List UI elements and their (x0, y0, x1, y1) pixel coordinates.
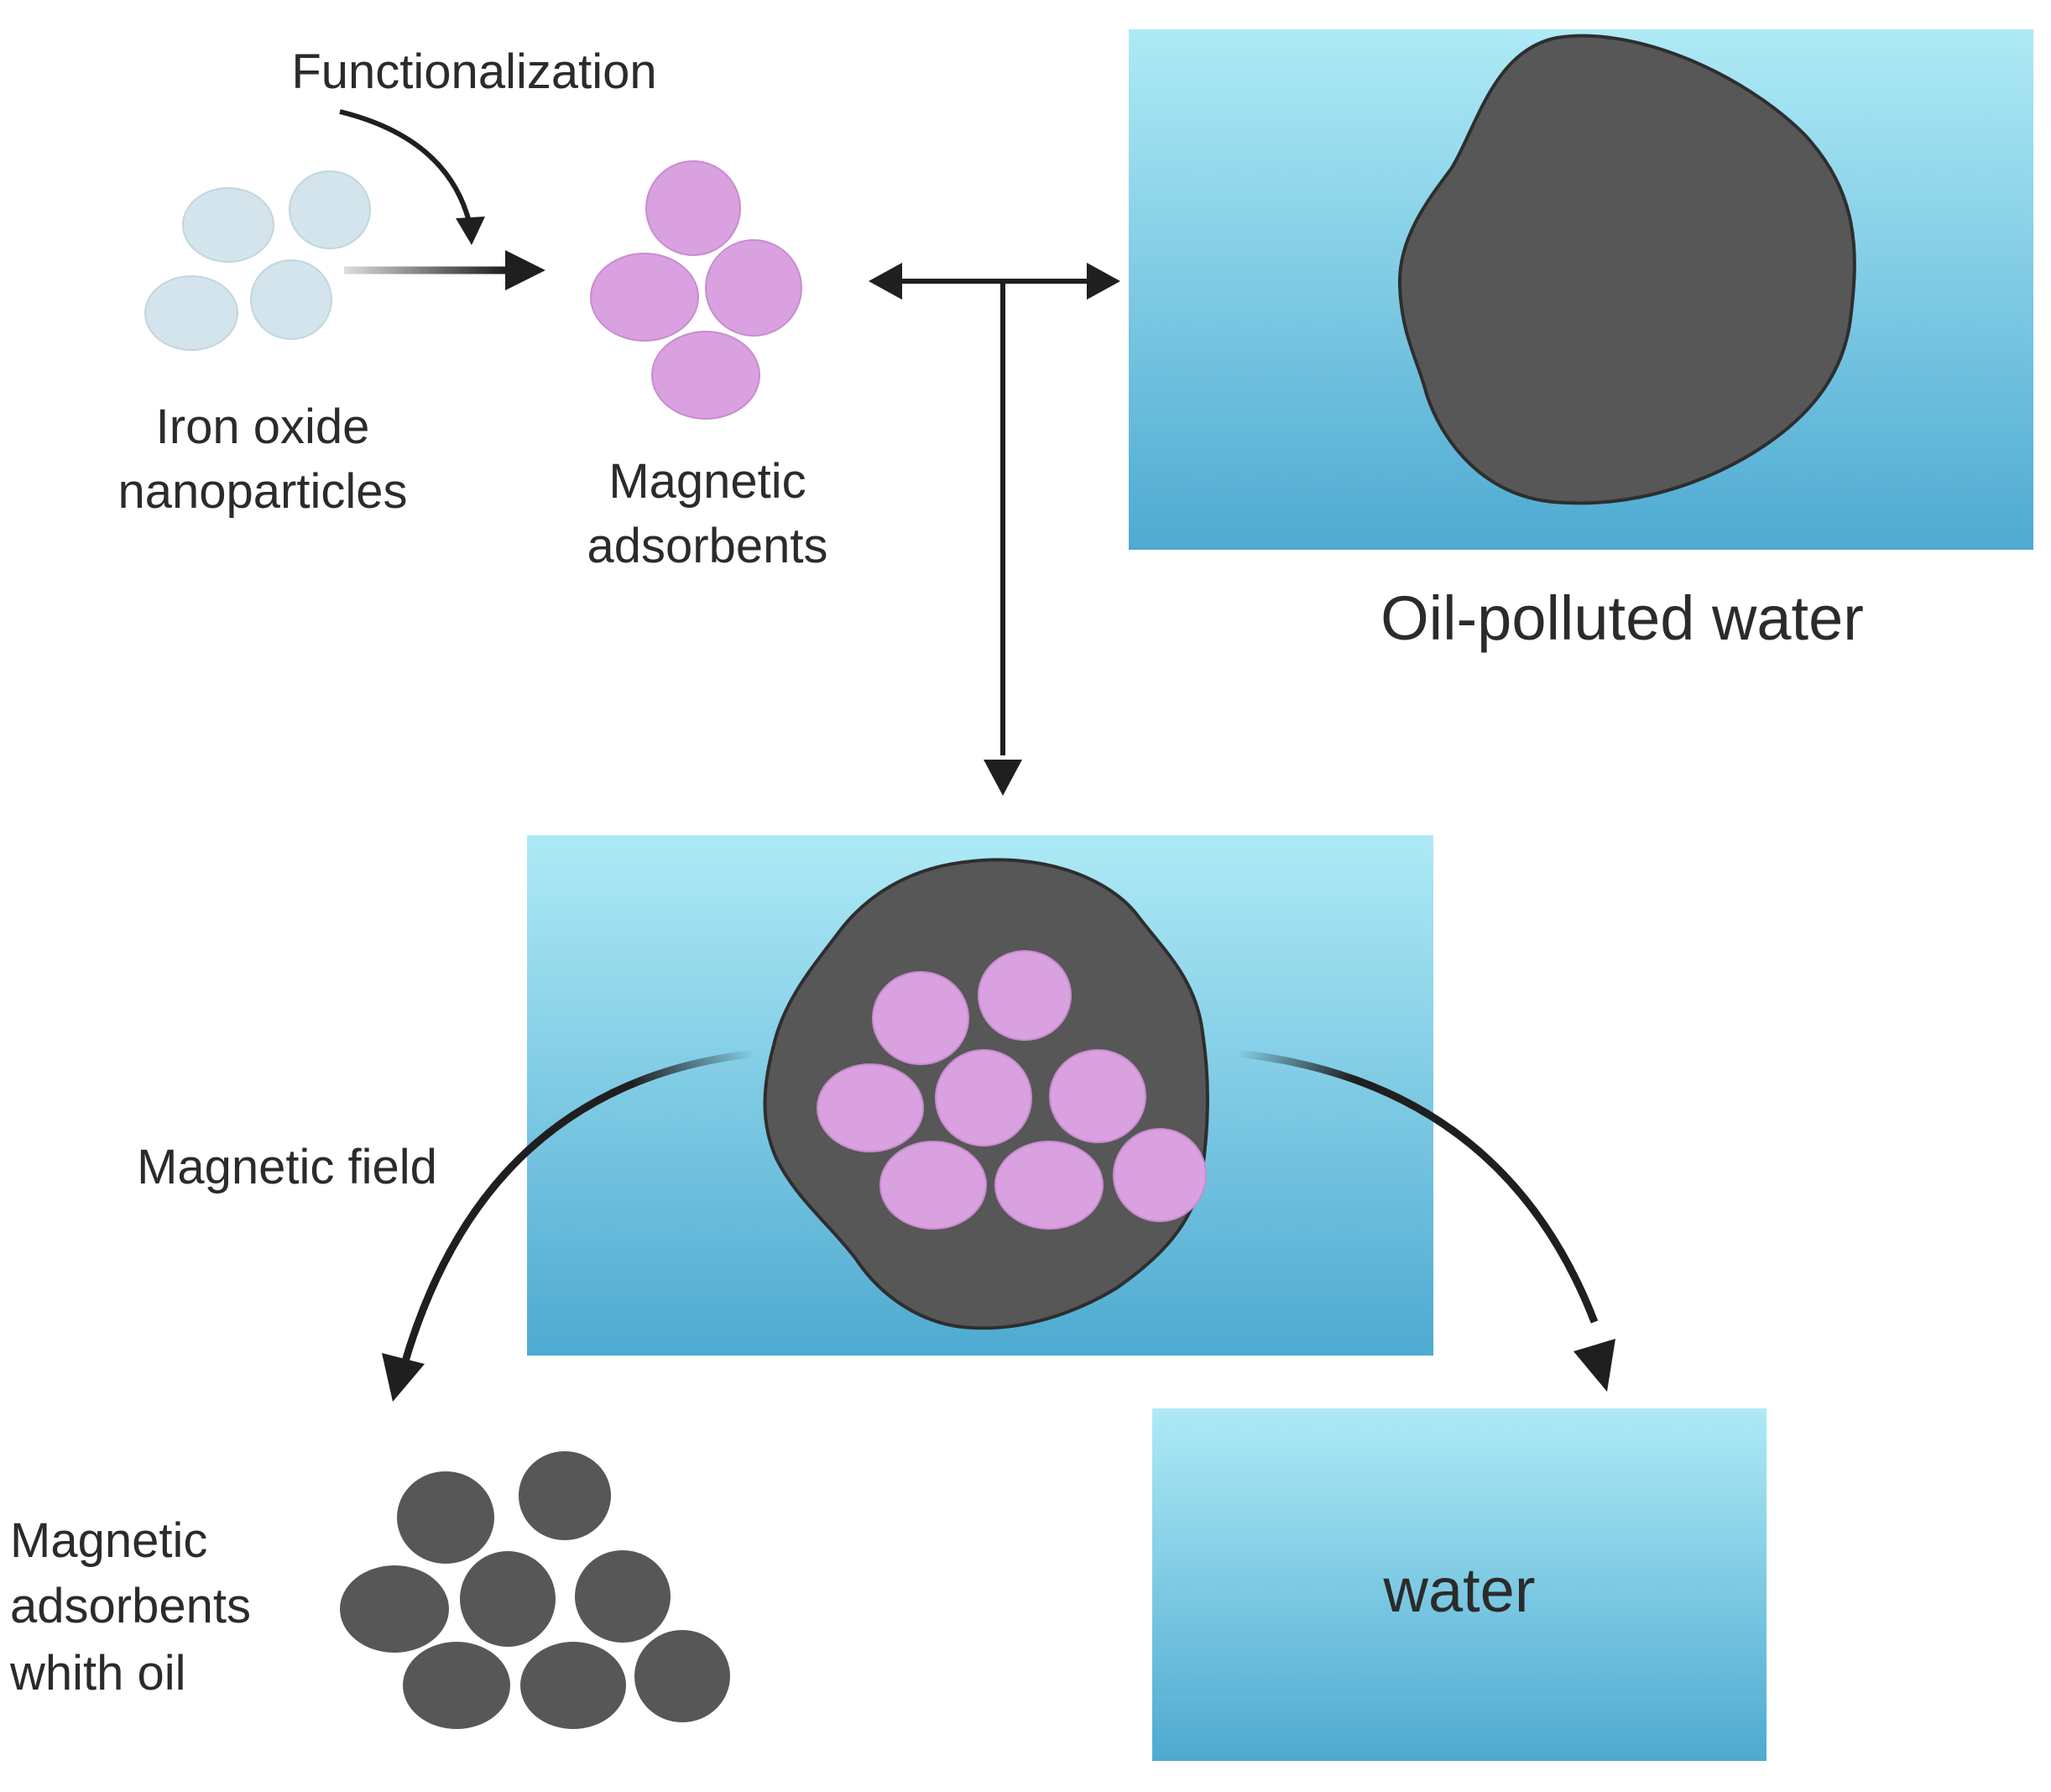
adsorbent-particle (994, 1141, 1104, 1230)
magnetic-field-label: Magnetic field (137, 1140, 437, 1194)
nanoparticle (289, 170, 371, 249)
mixing-arrows (890, 279, 1087, 755)
oil-adsorbent-particle (634, 1630, 730, 1722)
adsorbent-particle (705, 239, 802, 337)
adsorbent-particle (935, 1049, 1032, 1147)
adsorbent-particle (590, 253, 699, 342)
adsorbent-particle (651, 331, 760, 420)
magnetic-field-arrow (400, 1049, 756, 1366)
magnetic-adsorbents-label-line1: Magnetic (608, 454, 806, 509)
adsorbent-particle (817, 1063, 924, 1152)
process-arrowhead (505, 250, 545, 290)
oil-polluted-water-label: Oil-polluted water (1380, 583, 1864, 653)
functionalization-curved-arrow (339, 109, 472, 226)
oil-adsorbent-particle (460, 1551, 556, 1647)
iron-oxide-label-line2: nanoparticles (118, 464, 408, 519)
water-separation-arrow (1237, 1049, 1599, 1324)
adsorbents-with-oil-label-line1: Magnetic (10, 1513, 207, 1568)
nanoparticle (182, 187, 274, 263)
adsorbent-particle (978, 950, 1072, 1041)
nanoparticle (250, 259, 332, 340)
iron-oxide-nanoparticles-cluster (144, 170, 371, 351)
magnetic-adsorbents-cluster (590, 160, 802, 420)
water-label: water (1383, 1555, 1536, 1625)
adsorbent-particle (645, 160, 741, 256)
adsorbent-particle (1049, 1049, 1146, 1143)
oil-adsorbent-particle (520, 1642, 626, 1729)
adsorbent-particle (872, 971, 969, 1065)
functionalization-label: Functionalization (291, 44, 656, 99)
down-arrowhead (984, 760, 1022, 796)
magnetic-field-arrowhead (382, 1353, 425, 1402)
iron-oxide-label-line1: Iron oxide (156, 400, 370, 454)
oil-adsorbent-particle (403, 1642, 510, 1729)
adsorbent-particle (879, 1141, 987, 1230)
adsorbents-with-oil-label-line2: adsorbents (10, 1579, 251, 1633)
water-separation-arrowhead (1573, 1339, 1615, 1392)
adsorbents-with-oil-label-line3: whith oil (9, 1646, 186, 1701)
functionalization-arrowhead (456, 217, 485, 245)
oil-adsorbent-particle (340, 1565, 449, 1653)
oil-adsorbent-particle (519, 1451, 611, 1540)
oil-adsorbent-particle (575, 1550, 671, 1643)
adsorbents-with-oil-cluster (340, 1451, 730, 1729)
adsorbent-particle (1113, 1128, 1207, 1222)
right-arrowhead (1087, 263, 1120, 300)
magnetic-adsorbents-label-line2: adsorbents (587, 519, 828, 573)
adsorbed-particles (817, 950, 1207, 1230)
oil-slick (1397, 34, 1856, 505)
oil-adsorbent-particle (397, 1471, 494, 1564)
clean-water-tank (1152, 1408, 1767, 1761)
left-arrowhead (869, 263, 902, 300)
nanoparticle (144, 275, 238, 351)
